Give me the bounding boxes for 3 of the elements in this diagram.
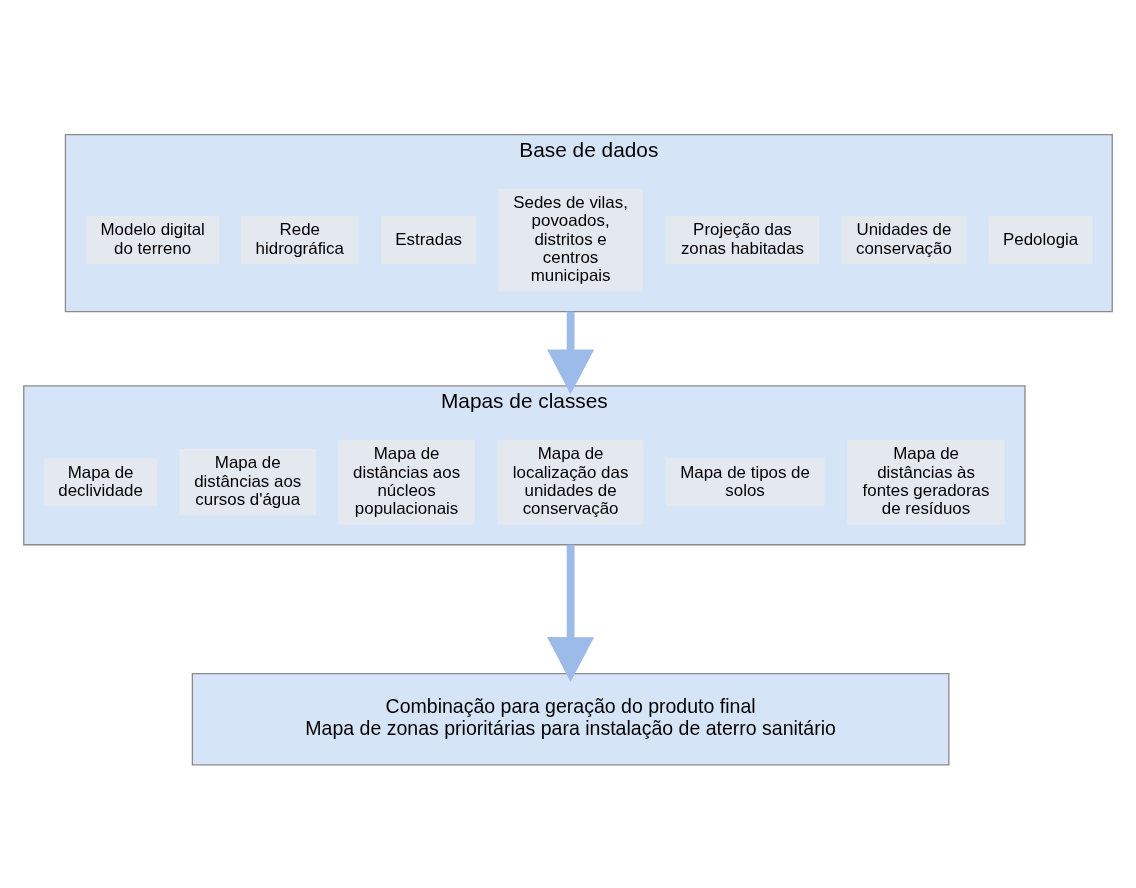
arrow <box>547 544 595 682</box>
arrow <box>547 311 595 394</box>
node-box: Combinação para geração do produto final Mapa de zonas prioritárias para instalação de aterro sanitário <box>191 672 950 765</box>
